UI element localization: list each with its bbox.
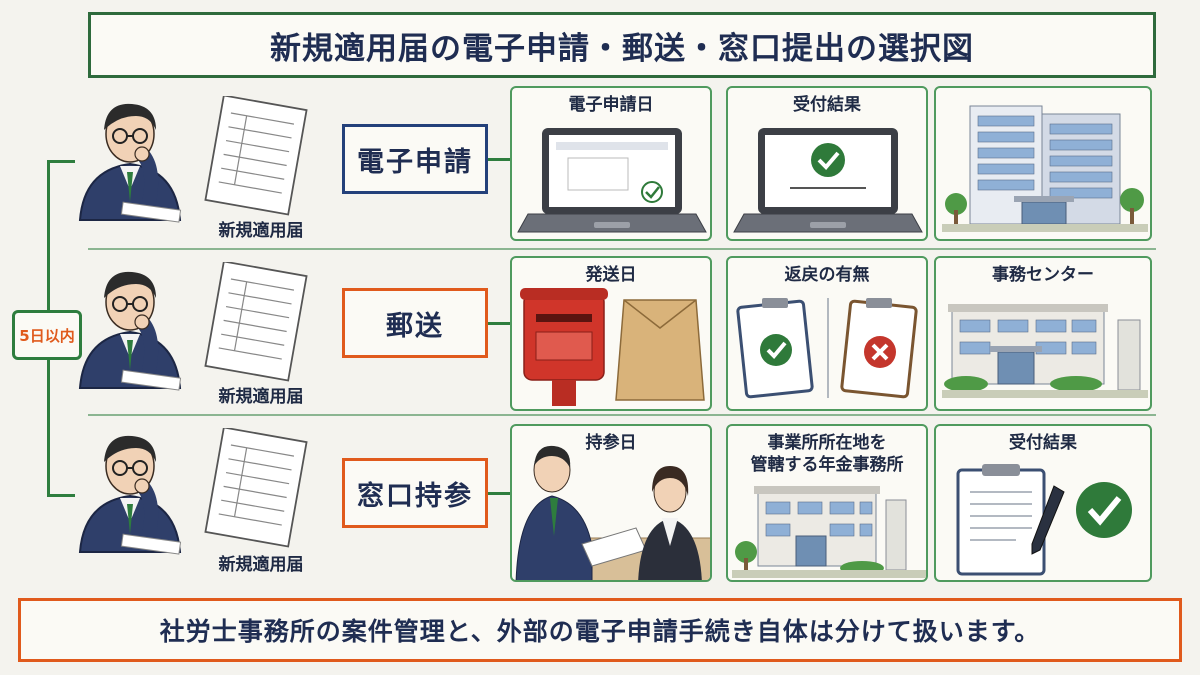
laptop-check-icon bbox=[517, 128, 707, 233]
row-divider-1 bbox=[88, 248, 1156, 250]
form-document-icon bbox=[204, 96, 308, 216]
tree-branch-3 bbox=[47, 494, 75, 497]
connector bbox=[488, 158, 510, 161]
step-label-line1: 事業所所在地を bbox=[767, 433, 887, 453]
deadline-badge: 5日以内 bbox=[12, 310, 82, 360]
mailbox-envelope-icon bbox=[520, 288, 705, 406]
step-panel-e-filing-date: 電子申請日 bbox=[510, 86, 712, 241]
form-label: 新規適用届 bbox=[218, 387, 304, 407]
connector bbox=[488, 322, 510, 325]
connector bbox=[488, 492, 510, 495]
service-center-building-icon bbox=[942, 304, 1148, 398]
step-label: 事務センター bbox=[992, 265, 1094, 285]
step-label: 事業所所在地を 管轄する年金事務所 bbox=[728, 432, 926, 476]
step-label: 発送日 bbox=[585, 265, 637, 285]
step-panel-reception-result-counter: 受付結果 bbox=[934, 424, 1152, 582]
counter-handover-icon bbox=[515, 445, 710, 580]
thinking-person-icon bbox=[78, 435, 182, 555]
page-title: 新規適用届の電子申請・郵送・窓口提出の選択図 bbox=[88, 12, 1156, 78]
step-panel-pension-office: 事業所所在地を 管轄する年金事務所 bbox=[726, 424, 928, 582]
step-label: 持参日 bbox=[585, 433, 637, 453]
step-label: 受付結果 bbox=[793, 95, 861, 115]
row-divider-2 bbox=[88, 414, 1156, 416]
form-label: 新規適用届 bbox=[218, 555, 304, 575]
clipboard-pen-check-icon bbox=[956, 464, 1132, 576]
method-counter: 窓口持参 bbox=[342, 458, 488, 528]
footer-note: 社労士事務所の案件管理と、外部の電子申請手続き自体は分けて扱います。 bbox=[18, 598, 1182, 662]
step-panel-shipping-date: 発送日 bbox=[510, 256, 712, 411]
step-panel-visit-date: 持参日 bbox=[510, 424, 712, 582]
step-panel-office-building bbox=[934, 86, 1152, 241]
step-panel-reception-result: 受付結果 bbox=[726, 86, 928, 241]
tree-branch-1 bbox=[47, 160, 75, 163]
step-label: 返戻の有無 bbox=[784, 265, 870, 285]
office-building-icon bbox=[942, 105, 1148, 232]
thinking-person-icon bbox=[78, 103, 182, 223]
method-electronic: 電子申請 bbox=[342, 124, 488, 194]
laptop-result-icon bbox=[733, 128, 923, 233]
form-document-icon bbox=[204, 262, 308, 382]
step-label: 電子申請日 bbox=[568, 95, 654, 115]
step-panel-service-center: 事務センター bbox=[934, 256, 1152, 411]
step-panel-return-status: 返戻の有無 bbox=[726, 256, 928, 411]
pension-office-building-icon bbox=[732, 486, 926, 578]
step-label: 受付結果 bbox=[1009, 433, 1077, 453]
form-document-icon bbox=[204, 428, 308, 548]
thinking-person-icon bbox=[78, 271, 182, 391]
form-label: 新規適用届 bbox=[218, 221, 304, 241]
method-mail: 郵送 bbox=[342, 288, 488, 358]
clipboard-check-cross-icon bbox=[736, 298, 918, 399]
step-label-line2: 管轄する年金事務所 bbox=[750, 455, 904, 475]
